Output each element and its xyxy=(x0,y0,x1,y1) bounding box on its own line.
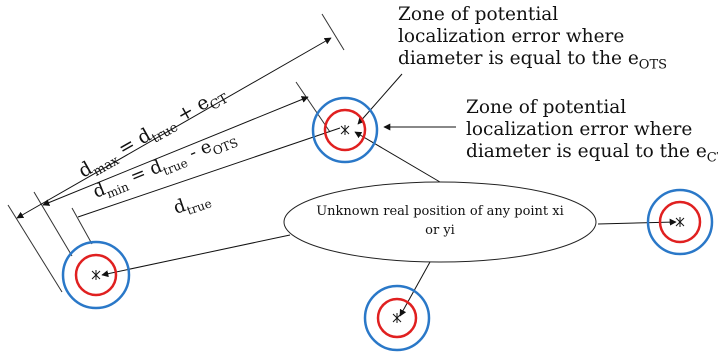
annotation-ct-line1: Zone of potential xyxy=(466,97,627,118)
annotation-ots-line1: Zone of potential xyxy=(398,4,559,25)
connector-to-top-point xyxy=(354,131,441,183)
point-marker-icon xyxy=(91,270,101,280)
annotation-ct-line3: diameter is equal to the eCT xyxy=(466,141,718,166)
target-point-bottom xyxy=(363,284,431,352)
target-point-right xyxy=(646,188,714,256)
extension-line-left-min xyxy=(33,191,73,257)
dimension-line-min xyxy=(42,96,309,206)
connector-to-left-point xyxy=(101,234,291,278)
dimension-line-true xyxy=(77,127,341,218)
annotation-ct-line2: localization error where xyxy=(466,119,693,140)
extension-line-right-max xyxy=(321,13,345,51)
center-label-line2: or yi xyxy=(425,223,455,238)
annotation-ots-line2: localization error where xyxy=(398,26,625,47)
extension-lines xyxy=(7,13,345,293)
connector-to-right-point xyxy=(597,218,677,226)
annotation-ots-line3: diameter is equal to the eOTS xyxy=(398,48,668,73)
connector-to-bottom-point xyxy=(399,261,431,317)
outer-ring xyxy=(311,96,379,164)
dimension-lines xyxy=(16,37,341,219)
annotation-ct-zone: Zone of potential localization error whe… xyxy=(466,97,718,170)
arrow-ots-zone xyxy=(357,73,403,125)
outer-ring xyxy=(61,240,131,310)
point-marker-icon xyxy=(340,125,350,135)
outer-ring xyxy=(646,188,714,256)
center-label-line1: Unknown real position of any point xi xyxy=(316,204,564,219)
target-point-top xyxy=(311,96,379,164)
inner-ring xyxy=(323,108,367,152)
connector-lines xyxy=(101,131,677,317)
annotation-arrows xyxy=(357,73,456,131)
inner-ring xyxy=(74,253,118,297)
formula-d-min: dmin = dtrue - eOTS xyxy=(90,126,240,205)
formula-d-true: dtrue xyxy=(171,187,214,222)
point-marker-icon xyxy=(675,217,685,227)
unknown-position-ellipse xyxy=(283,181,597,263)
inner-ring xyxy=(658,200,702,244)
inner-ring xyxy=(376,297,418,339)
target-point-left xyxy=(61,240,131,310)
point-marker-icon xyxy=(392,313,402,323)
extension-line-left-max xyxy=(7,204,63,293)
annotation-ots-zone: Zone of potential localization error whe… xyxy=(398,4,667,77)
outer-ring xyxy=(363,284,431,352)
